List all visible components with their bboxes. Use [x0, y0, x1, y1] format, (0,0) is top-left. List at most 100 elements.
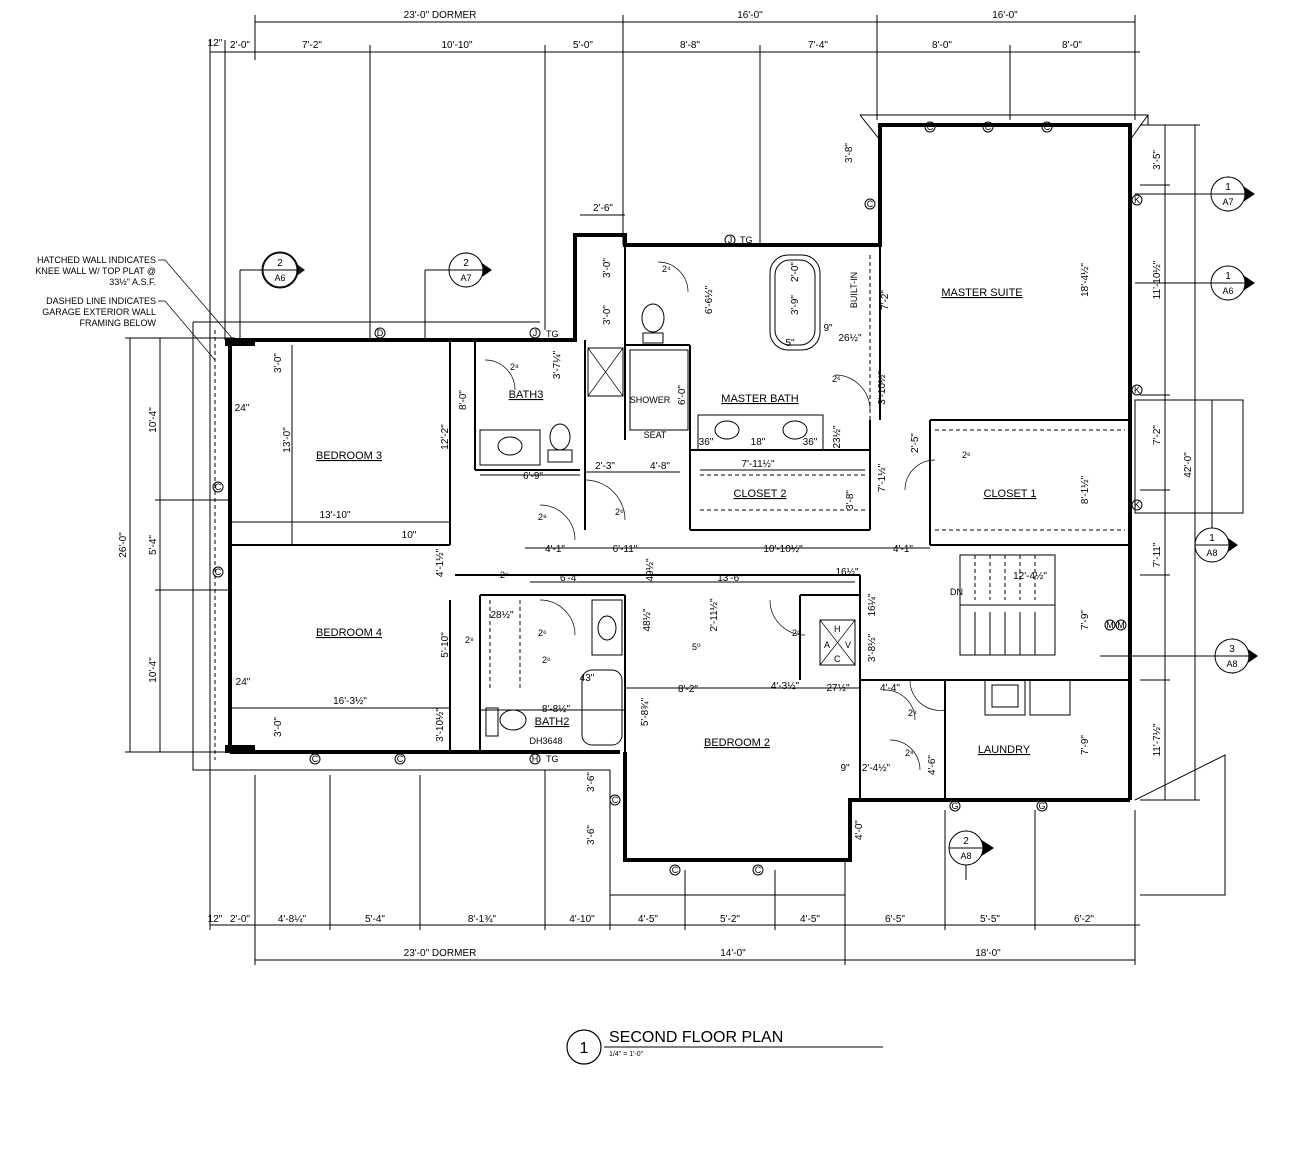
dim-bottom-1: 12"	[208, 914, 223, 925]
window-tag: K	[1134, 385, 1140, 395]
hvac-c: C	[834, 654, 841, 664]
dim-int-17: 3'-10½"	[877, 371, 888, 405]
door-tag: 2⁶	[542, 655, 551, 665]
window-tag: C	[1044, 122, 1051, 132]
section-marker-2-a6: 2 A6	[239, 251, 305, 340]
title-scale: 1/4" = 1'-0"	[609, 1051, 644, 1058]
dim-bottom-11: 5'-5"	[980, 914, 1000, 925]
title-number: 1	[580, 1040, 589, 1057]
dim-int-45: 5'-10"	[440, 632, 451, 658]
dim-int-46: 3'-8½"	[867, 633, 878, 662]
section-sheet: A8	[1226, 659, 1237, 669]
door-tag: 2⁸	[538, 512, 547, 522]
dim-int-57: 3'-0"	[273, 717, 284, 737]
dim-bottom-5: 8'-1¾"	[468, 914, 497, 925]
window-tag: C	[867, 199, 874, 209]
window-tag: C	[397, 754, 404, 764]
note-hatched-2: KNEE WALL W/ TOP PLAT @	[35, 266, 156, 276]
dim-right-6: 7'-9"	[1080, 610, 1091, 630]
dim-bottom-12: 6'-2"	[1074, 914, 1094, 925]
dim-int-11: 3'-0"	[273, 353, 284, 373]
interior-dimensions: 2'-6" 3'-0" 3'-0" 6'-6½" 2'-0" 3'-9" 9" …	[230, 143, 1047, 845]
section-marker-2-a8: 2 A8	[948, 830, 994, 880]
window-tag: D	[377, 328, 384, 338]
window-tag: H	[532, 754, 539, 764]
section-marker-2-a7: 2 A7	[424, 252, 492, 340]
note-dashed-3: FRAMING BELOW	[79, 318, 156, 328]
section-marker-1-a8: 1 A8	[1134, 399, 1244, 563]
door-tag: 2⁶	[538, 628, 547, 638]
dim-right-2: 11'-10½"	[1152, 260, 1163, 299]
door-tag: 2⁶	[962, 450, 971, 460]
door-tag: 2⁶	[615, 507, 624, 517]
dim-int-61: 9"	[840, 763, 850, 774]
dim-int-60: 2'-4½"	[862, 763, 891, 774]
window-tag: J	[533, 328, 538, 338]
dim-right-overall: 42'-0"	[1183, 452, 1194, 478]
door-tag: 2⁸	[908, 708, 917, 718]
hvac-a: A	[824, 640, 830, 650]
section-num: 2	[277, 258, 283, 269]
top-dimensions: 23'-0" DORMER 16'-0" 16'-0" 12" 2'-0" 7'…	[208, 10, 1140, 340]
room-bedroom-3: BEDROOM 3	[316, 450, 382, 462]
section-marker-1-a6: 1 A6	[1135, 265, 1255, 301]
section-num: 3	[1229, 644, 1235, 655]
dim-bottom-overall-1: 23'-0" DORMER	[404, 948, 477, 959]
room-labels: BEDROOM 3 BEDROOM 4 BATH3 BATH2 MASTER B…	[316, 272, 1037, 756]
note-dashed-2: GARAGE EXTERIOR WALL	[42, 307, 156, 317]
dim-int-30: 10"	[402, 530, 417, 541]
dim-int-26: 2'-5"	[910, 433, 921, 453]
dim-top-5: 5'-0"	[573, 40, 593, 51]
dim-int-38: 49½"	[645, 558, 656, 581]
dim-int-62: 4'-6"	[927, 755, 938, 775]
dim-bottom-9: 4'-5"	[800, 914, 820, 925]
dim-int-2: 3'-0"	[602, 258, 613, 278]
dim-left-overall: 26'-0"	[118, 532, 129, 558]
dim-int-22: 7'-11½"	[741, 459, 775, 470]
dim-int-19: 36"	[699, 437, 714, 448]
dim-top-6: 8'-8"	[680, 40, 700, 51]
fixtures: H A V C	[479, 254, 1071, 746]
annotation-notes: HATCHED WALL INDICATES KNEE WALL W/ TOP …	[35, 255, 233, 361]
section-sheet: A7	[1222, 197, 1233, 207]
window-tag-tg: TG	[546, 754, 559, 764]
window-tag: C	[312, 754, 319, 764]
dim-int-55: 5'-8¾"	[640, 697, 651, 726]
dim-int-58: 3'-6"	[586, 772, 597, 792]
window-tag: M	[1106, 620, 1114, 630]
dim-left-2: 5'-4"	[148, 535, 159, 555]
hvac-h: H	[834, 624, 841, 634]
window-tag: M	[1117, 620, 1125, 630]
dim-top-overall-1: 23'-0" DORMER	[404, 10, 477, 21]
dim-int-42: 48½"	[642, 608, 653, 631]
section-num: 1	[1209, 533, 1215, 544]
room-bedroom-2: BEDROOM 2	[704, 737, 770, 749]
right-dimensions: 3'-5" 11'-10½" 42'-0" 7'-2" 8'-1½" 7'-11…	[880, 124, 1200, 801]
window-tag: C	[612, 795, 619, 805]
label-seat: SEAT	[644, 430, 667, 440]
dim-int-35: 4'-1"	[893, 544, 913, 555]
dim-int-18: 18"	[751, 437, 766, 448]
dim-right-10: 7'-2"	[880, 290, 891, 310]
door-tag: 2⁶	[792, 628, 801, 638]
window-tag: K	[1134, 500, 1140, 510]
hvac-v: V	[845, 640, 851, 650]
dim-int-53: 16'-3½"	[333, 696, 367, 707]
dim-int-16: 6'-0"	[677, 385, 688, 405]
window-tag: C	[985, 122, 992, 132]
dim-bottom-3: 4'-8¼"	[278, 913, 307, 925]
door-tag: 2⁸	[465, 635, 474, 645]
dim-bottom-4: 5'-4"	[365, 914, 385, 925]
section-num: 1	[1225, 271, 1231, 282]
room-bedroom-4: BEDROOM 4	[316, 627, 382, 639]
dim-right-9: 18'-4½"	[1080, 263, 1091, 297]
label-built-in: BUILT-IN	[849, 272, 859, 308]
section-num: 1	[1225, 182, 1231, 193]
dim-bottom-overall-3: 18'-0"	[975, 948, 1001, 959]
dim-int-54: 8'-8½"	[542, 704, 571, 715]
dim-right-1: 3'-5"	[1152, 150, 1163, 170]
exterior-walls	[192, 114, 1226, 896]
dim-int-25: 4'-8"	[650, 461, 670, 472]
room-master-bath: MASTER BATH	[721, 393, 798, 405]
